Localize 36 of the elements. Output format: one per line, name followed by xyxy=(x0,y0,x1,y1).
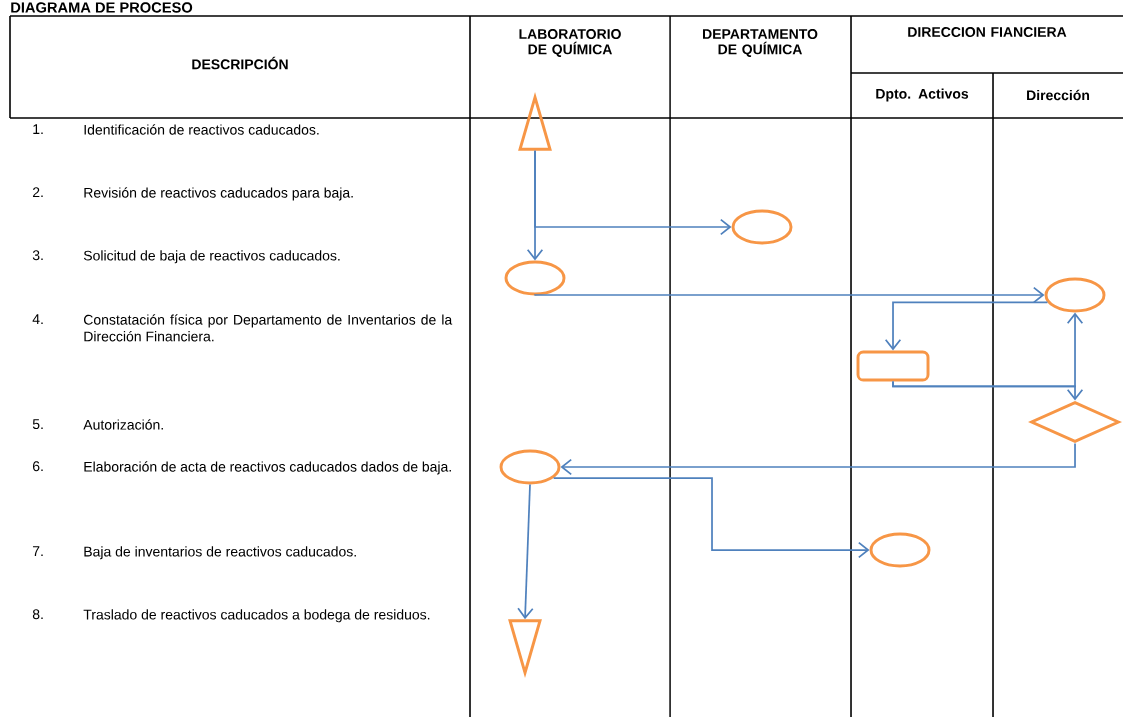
list-number: 7. xyxy=(33,546,43,556)
circle-symbol xyxy=(731,209,793,245)
column-header: Dirección xyxy=(1027,89,1090,101)
title: DIAGRAMA DE PROCESO xyxy=(11,2,193,13)
list-number: 1. xyxy=(33,124,43,134)
description-text: Baja de inventarios de reactivos caducados. xyxy=(84,546,356,560)
column-header: DESCRIPCIÓN xyxy=(192,56,288,70)
description-text: Constatación física por Departamento de Inventarios de la Dirección Financiera. xyxy=(84,314,453,342)
circle-symbol xyxy=(869,532,931,568)
description-text: Solicitud de baja de reactivos caducados. xyxy=(83,250,340,264)
description-text: Revisión de reactivos caducados para baja. xyxy=(84,187,353,201)
arrow xyxy=(552,477,870,559)
circle-symbol xyxy=(499,449,561,485)
description-text: Elaboración de acta de reactivos caducados dados de baja. xyxy=(84,461,451,475)
column-header: Dpto. Activos xyxy=(876,88,969,102)
description-text: Autorización. xyxy=(83,419,163,430)
description-text: Traslado de reactivos caducados a bodega de residuos. xyxy=(83,609,430,623)
description-text: Identificación de reactivos caducados. xyxy=(84,124,319,135)
list-number: 5. xyxy=(32,419,43,430)
arrow xyxy=(526,149,544,261)
column-header: DIRECCION FIANCIERA xyxy=(908,27,1067,37)
arrow xyxy=(892,380,1084,401)
circle-symbol xyxy=(1044,277,1106,313)
arrow xyxy=(884,301,1049,351)
arrow xyxy=(560,442,1076,476)
list-number: 4. xyxy=(32,314,43,324)
list-number: 2. xyxy=(33,187,43,198)
column-header: LABORATORIO DE QUÍMICA xyxy=(519,29,621,57)
arrow xyxy=(534,286,1045,304)
column-header: DEPARTAMENTO DE QUÍMICA xyxy=(703,29,818,57)
list-number: 3. xyxy=(32,250,43,261)
circle-symbol xyxy=(504,260,566,296)
list-number: 8. xyxy=(32,609,43,620)
rectangle-symbol xyxy=(856,350,930,382)
arrow xyxy=(517,483,534,620)
list-number: 6. xyxy=(33,461,43,472)
